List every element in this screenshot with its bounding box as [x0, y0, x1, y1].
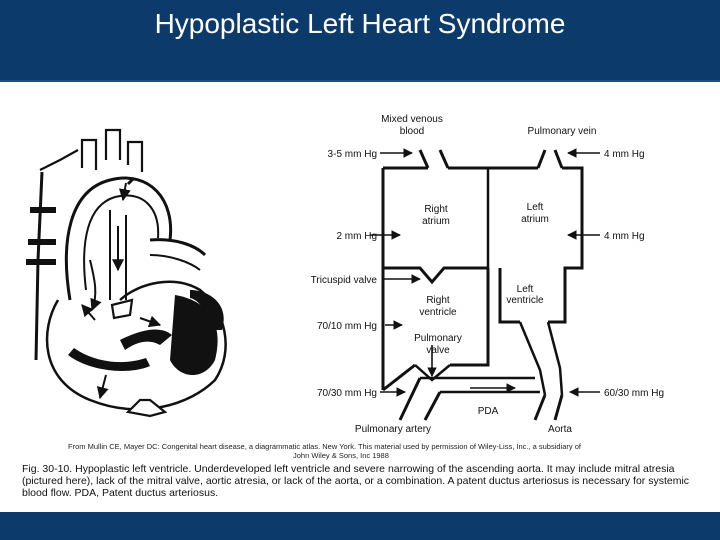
heart-illustration [26, 128, 227, 418]
diagram-labels: Mixed venous blood Pulmonary vein 3-5 mm… [311, 114, 664, 435]
label-pulmonary-valve-2: valve [426, 345, 450, 356]
figure-caption: Fig. 30-10. Hypoplastic left ventricle. … [22, 463, 690, 499]
pressure-mixed-venous: 3-5 mm Hg [328, 149, 377, 160]
pressure-right-ventricle: 70/10 mm Hg [317, 321, 377, 332]
label-right-atrium-2: atrium [422, 216, 450, 227]
title-bar-divider [0, 80, 720, 82]
flow-arrows [370, 148, 600, 397]
footer-bar [0, 512, 720, 540]
label-left-atrium-1: Left [527, 202, 544, 213]
label-left-ventricle-1: Left [517, 284, 534, 295]
hemodynamic-schematic [381, 149, 584, 421]
label-tricuspid-valve: Tricuspid valve [311, 275, 378, 286]
label-left-atrium-2: atrium [521, 214, 549, 225]
pressure-right-atrium: 2 mm Hg [336, 231, 377, 242]
slide-title: Hypoplastic Left Heart Syndrome [154, 8, 566, 39]
pressure-pulmonary-artery: 70/30 mm Hg [317, 388, 377, 399]
label-right-ventricle-1: Right [426, 295, 450, 306]
pressure-pulmonary-vein: 4 mm Hg [604, 149, 645, 160]
pressure-left-atrium: 4 mm Hg [604, 231, 645, 242]
label-mixed-venous-1: Mixed venous [381, 114, 443, 125]
label-pda: PDA [478, 406, 499, 417]
label-left-ventricle-2: ventricle [506, 295, 544, 306]
label-pulmonary-vein: Pulmonary vein [528, 126, 597, 137]
pressure-aorta: 60/30 mm Hg [604, 388, 664, 399]
label-pulmonary-valve-1: Pulmonary [414, 333, 462, 344]
figure-credit: From Mullin CE, Mayer DC: Congenital hea… [68, 442, 668, 460]
label-right-atrium-1: Right [424, 204, 448, 215]
credit-line-1: From Mullin CE, Mayer DC: Congenital hea… [68, 442, 581, 451]
label-mixed-venous-2: blood [400, 126, 424, 137]
label-aorta: Aorta [548, 424, 572, 435]
title-bar [0, 0, 720, 80]
label-pulmonary-artery: Pulmonary artery [355, 424, 431, 435]
credit-line-2: John Wiley & Sons, Inc 1988 [293, 451, 389, 460]
label-right-ventricle-2: ventricle [419, 307, 457, 318]
